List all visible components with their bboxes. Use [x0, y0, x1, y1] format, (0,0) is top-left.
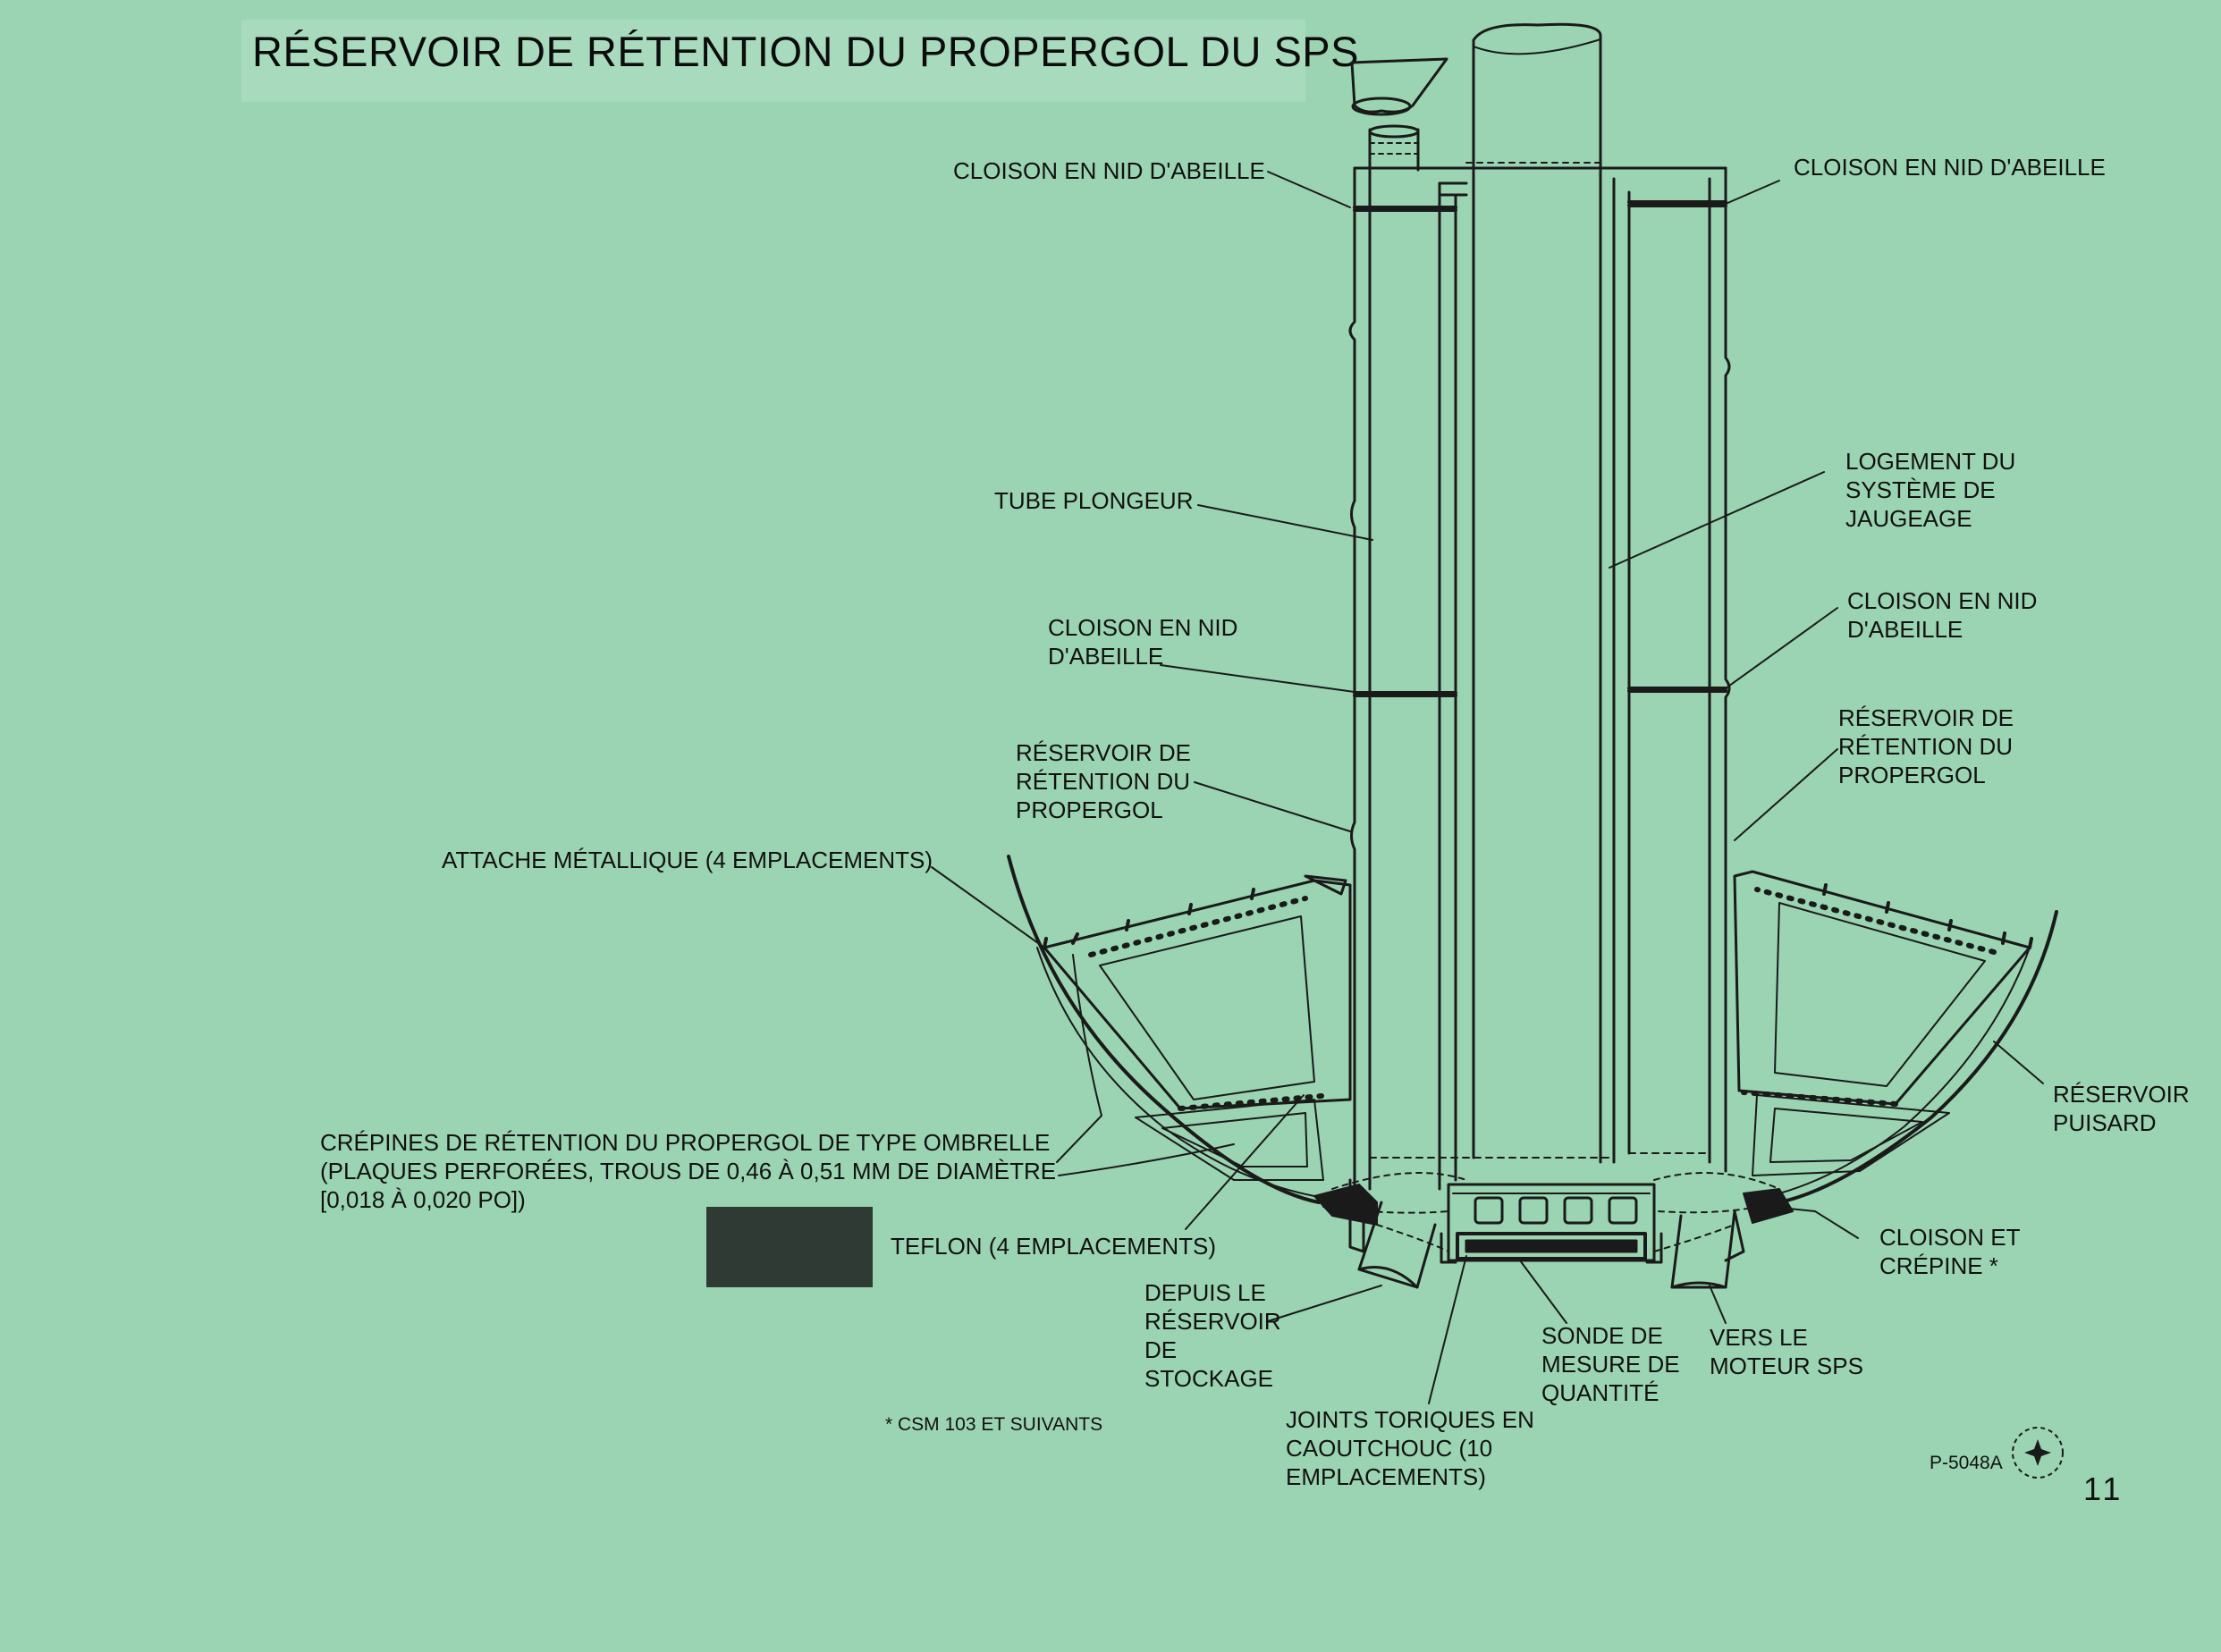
- label-honeycomb-bulkhead-top-right: CLOISON EN NID D'ABEILLE: [1794, 154, 2106, 181]
- page-title: RÉSERVOIR DE RÉTENTION DU PROPERGOL DU S…: [252, 28, 1359, 75]
- label-umbrella-screens: CRÉPINES DE RÉTENTION DU PROPERGOL DE TY…: [320, 1129, 1057, 1213]
- right-umbrella-screen: [1733, 870, 2033, 1176]
- leader-lines: [931, 171, 2044, 1404]
- gauging-tube: [1465, 22, 1602, 1164]
- label-dip-tube: TUBE PLONGEUR: [994, 487, 1194, 514]
- page-number: 11: [2083, 1471, 2124, 1507]
- star-logo-icon: [2012, 1427, 2064, 1479]
- sump-tank-bowl: [1007, 855, 2058, 1204]
- part-number: P-5048A: [1930, 1453, 2003, 1473]
- left-inlet-pipe: [1350, 57, 1448, 172]
- footnote: * CSM 103 ET SUIVANTS: [885, 1414, 1103, 1435]
- label-honeycomb-bulkhead-top-left: CLOISON EN NID D'ABEILLE: [953, 157, 1265, 184]
- label-teflon: TEFLON (4 EMPLACEMENTS): [891, 1233, 1217, 1260]
- title-background: [241, 20, 1305, 102]
- redacted-box: [706, 1207, 873, 1287]
- left-umbrella-screen: [1043, 874, 1352, 1181]
- bottom-assembly: [1313, 1172, 1794, 1289]
- label-metal-clip: ATTACHE MÉTALLIQUE (4 EMPLACEMENTS): [442, 847, 933, 873]
- retention-tank-walls: [1348, 166, 1731, 1191]
